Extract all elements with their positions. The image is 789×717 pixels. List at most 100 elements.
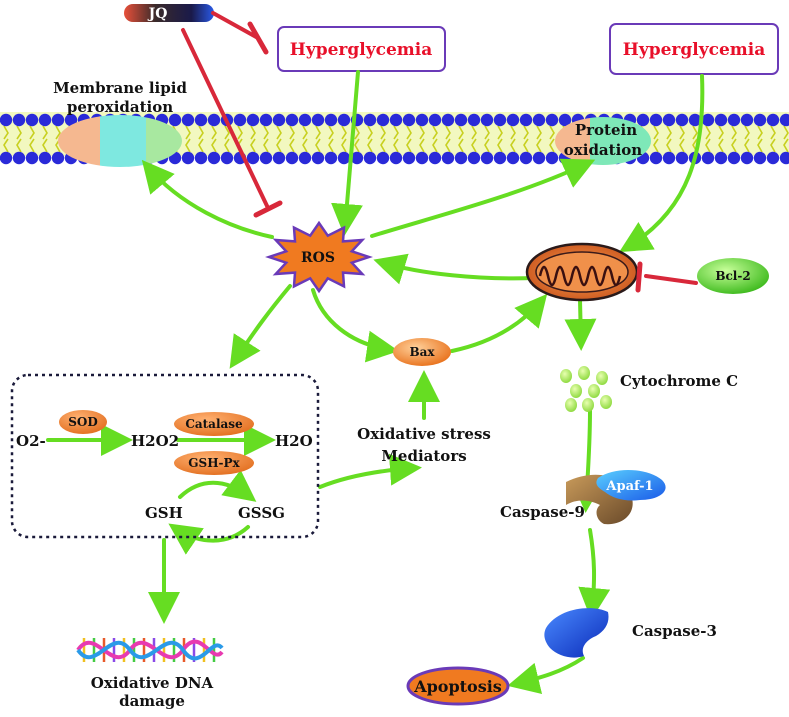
lipid-head — [64, 113, 78, 127]
lipid-tail — [523, 125, 529, 153]
lipid-head — [51, 151, 65, 165]
lipid-head — [727, 151, 741, 165]
dna-label-1: Oxidative DNA — [91, 674, 214, 692]
caspase3-label: Caspase-3 — [632, 622, 717, 640]
lipid-head — [441, 113, 455, 127]
lipid-tail — [16, 125, 22, 153]
lipid-head — [532, 113, 546, 127]
lipid-head — [194, 151, 208, 165]
lipid-head — [311, 113, 325, 127]
lipid-head — [688, 113, 702, 127]
lipid-head — [259, 113, 273, 127]
mitochondrion — [525, 242, 639, 302]
lipid-head — [480, 113, 494, 127]
bcl2-label: Bcl-2 — [715, 269, 750, 283]
lipid-head — [337, 113, 351, 127]
lipid-head — [753, 113, 767, 127]
lipid-head — [649, 113, 663, 127]
arrow-hg-left-to-ros — [331, 70, 363, 236]
lipid-tail — [289, 125, 295, 153]
lipid-tail — [744, 125, 750, 153]
gssg-label: GSSG — [238, 504, 285, 522]
lipid-head — [246, 151, 260, 165]
lipid-head — [480, 151, 494, 165]
lipid-head — [519, 151, 533, 165]
apoptosis-node — [406, 666, 510, 706]
lipid-tail — [666, 125, 672, 153]
arrow-ros-to-lipid — [141, 159, 274, 239]
arrow-hg-right-to-mito — [619, 74, 705, 253]
lipid-head — [415, 151, 429, 165]
lipid-tail — [185, 125, 191, 153]
lipid-head — [493, 151, 507, 165]
lipid-head — [636, 113, 650, 127]
lipid-head — [506, 151, 520, 165]
lipid-head — [0, 151, 13, 165]
lipid-head — [259, 151, 273, 165]
lipid-head — [467, 113, 481, 127]
caspase9-label: Caspase-9 — [500, 503, 585, 521]
catalase-pill — [174, 412, 254, 436]
lipid-head — [441, 151, 455, 165]
lipid-tail — [42, 125, 48, 153]
lipid-head — [415, 113, 429, 127]
gsh-label: GSH — [145, 504, 183, 522]
catalase-label: Catalase — [185, 417, 243, 431]
lipid-tail — [224, 125, 230, 153]
lipid-tail — [705, 125, 711, 153]
cytochrome-label: Cytochrome C — [620, 372, 738, 390]
lipid-head — [662, 113, 676, 127]
arrow-casp3-to-apoptosis — [507, 656, 585, 694]
lipid-tail — [770, 125, 776, 153]
lipid-tail — [445, 125, 451, 153]
jq-pill — [124, 4, 214, 22]
lipid-head — [38, 113, 52, 127]
lipid-head — [220, 151, 234, 165]
bcl2-inhibit-mito — [635, 261, 698, 293]
lipid-tail — [380, 125, 386, 153]
lipid-head — [649, 151, 663, 165]
membrane-lipid-label-1: Membrane lipid — [53, 79, 187, 97]
lipid-tail — [263, 125, 269, 153]
arrow-mito-to-cyto — [564, 298, 597, 351]
lipid-head — [285, 151, 299, 165]
lipid-head — [25, 113, 39, 127]
membrane-lipid-label-2: peroxidation — [67, 98, 173, 116]
lipid-head — [363, 113, 377, 127]
lipid-tail — [419, 125, 425, 153]
lipid-tail — [458, 125, 464, 153]
lipid-head — [545, 113, 559, 127]
lipid-tail — [484, 125, 490, 153]
antioxidant-box — [10, 373, 320, 539]
lipid-head — [25, 151, 39, 165]
lipid-tail — [432, 125, 438, 153]
gshpx-label: GSH-Px — [188, 456, 240, 470]
lipid-head — [714, 151, 728, 165]
lipid-head — [350, 151, 364, 165]
jq-inhibit-hyperglycemia — [211, 11, 269, 55]
lipid-head — [779, 113, 789, 127]
lipid-tail — [393, 125, 399, 153]
jq-inhibit-ros — [181, 28, 283, 218]
lipid-head — [285, 113, 299, 127]
lipid-head — [545, 151, 559, 165]
lipid-tail — [341, 125, 347, 153]
protein-label-1: Protein — [575, 121, 637, 139]
lipid-head — [246, 113, 260, 127]
lipid-head — [194, 113, 208, 127]
dna-helix-icon — [76, 638, 224, 662]
lipid-head — [766, 113, 780, 127]
membrane-lipid-ellipse — [58, 115, 182, 167]
lipid-tail — [367, 125, 373, 153]
lipid-head — [454, 151, 468, 165]
lipid-head — [324, 113, 338, 127]
h2o-label: H2O — [275, 432, 313, 450]
arrow-ros-to-protein — [370, 158, 596, 238]
lipid-head — [272, 113, 286, 127]
lipid-head — [38, 151, 52, 165]
bax-label: Bax — [409, 345, 435, 359]
hyperglycemia-left-box — [277, 26, 446, 72]
arrow-ros-to-bax — [311, 288, 399, 363]
lipid-head — [233, 113, 247, 127]
